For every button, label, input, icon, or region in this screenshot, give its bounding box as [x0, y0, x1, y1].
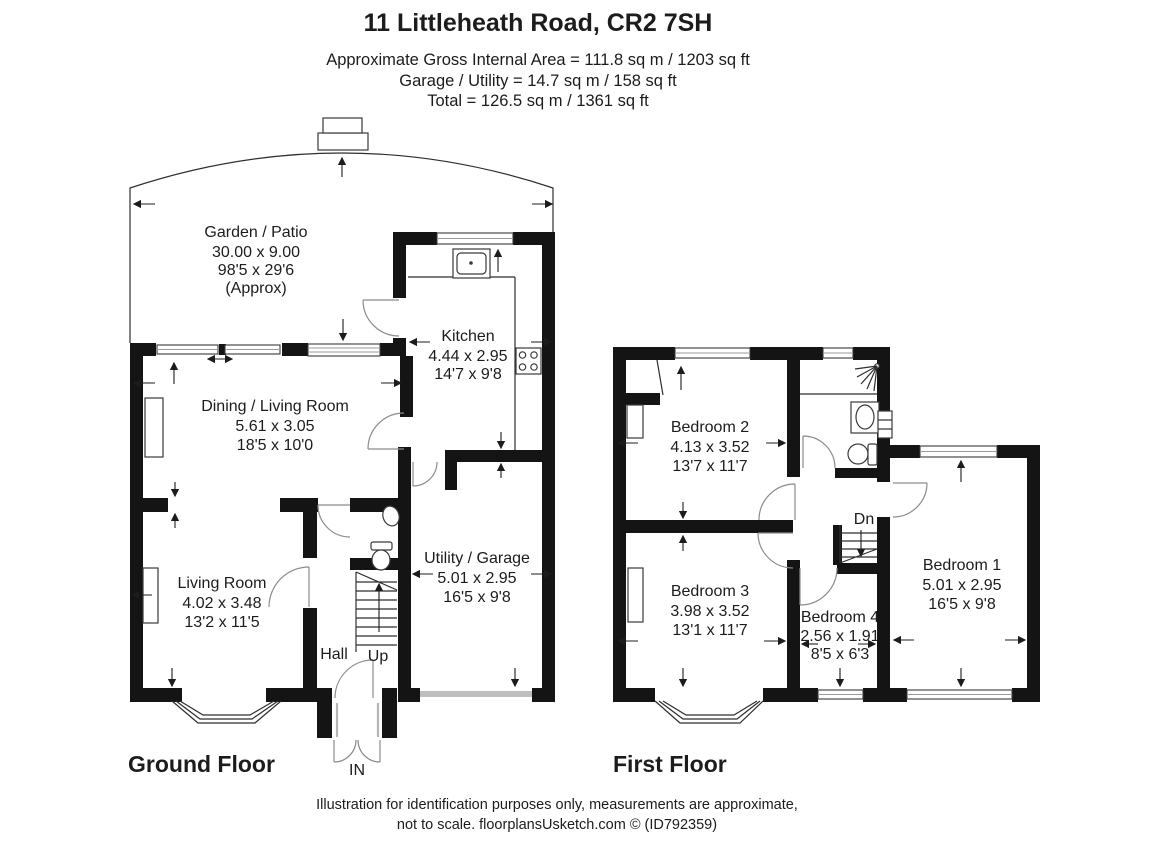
kitchen-metric: 4.44 x 2.95: [428, 348, 507, 365]
header: 11 Littleheath Road, CR2 7SH Approximate…: [326, 9, 750, 110]
door-arc: [362, 299, 400, 337]
bedroom3-metric: 3.98 x 3.52: [670, 603, 749, 620]
first-floor-plan: Bedroom 2 4.13 x 3.52 13'7 x 11'7 Bedroo…: [613, 347, 1040, 777]
utility-garage-name: Utility / Garage: [424, 550, 530, 567]
door-arc: [317, 504, 351, 538]
total-area-line: Total = 126.5 sq m / 1361 sq ft: [427, 92, 649, 110]
window: [674, 347, 751, 359]
door-arc: [757, 532, 794, 569]
utility-garage-metric: 5.01 x 2.95: [437, 570, 516, 587]
door-arc: [802, 435, 836, 469]
kitchen-fixtures: [408, 248, 542, 450]
bedroom2-metric: 4.13 x 3.52: [670, 439, 749, 456]
page-title: 11 Littleheath Road, CR2 7SH: [364, 9, 713, 37]
first-floor-doors: [757, 435, 928, 606]
footer: Illustration for identification purposes…: [316, 797, 798, 833]
front-door-arc: [334, 659, 374, 699]
patio-window: [307, 343, 381, 357]
toilet-icon: [370, 541, 393, 571]
radiator-icon: [877, 410, 893, 439]
sink-icon: [850, 401, 880, 434]
window: [817, 689, 864, 700]
stove-icon: [515, 347, 542, 375]
bedroom1-imperial: 16'5 x 9'8: [928, 596, 996, 613]
dining-living-imperial: 18'5 x 10'0: [237, 437, 313, 454]
garden-imperial: 98'5 x 29'6: [218, 262, 294, 279]
kitchen-window: [436, 232, 514, 245]
door-arc: [412, 461, 438, 487]
first-floor-labels: Bedroom 2 4.13 x 3.52 13'7 x 11'7 Bedroo…: [613, 419, 1002, 777]
first-floor-windows: [674, 347, 1013, 700]
utility-garage-imperial: 16'5 x 9'8: [443, 589, 511, 606]
door-arc: [367, 412, 405, 450]
bathroom-fixtures: [800, 363, 893, 466]
stairs-down: [839, 525, 878, 564]
window: [919, 445, 998, 458]
bedroom4-metric: 2.56 x 1.91: [800, 628, 879, 645]
living-name: Living Room: [178, 575, 267, 592]
window: [906, 689, 1013, 700]
garden-name: Garden / Patio: [204, 224, 307, 241]
garden-gate-structure: [317, 117, 369, 151]
sink-icon: [382, 505, 400, 527]
door-arc: [758, 483, 796, 521]
disclaimer-line1: Illustration for identification purposes…: [316, 797, 798, 813]
bedroom1-metric: 5.01 x 2.95: [922, 577, 1001, 594]
garden-note: (Approx): [225, 280, 286, 297]
window: [156, 344, 219, 355]
bedroom2-name: Bedroom 2: [671, 419, 749, 436]
sink-icon: [452, 248, 491, 279]
gross-area-line: Approximate Gross Internal Area = 111.8 …: [326, 51, 750, 69]
kitchen-imperial: 14'7 x 9'8: [434, 366, 502, 383]
bedroom2-corner-notch: [656, 359, 664, 396]
garden-metric: 30.00 x 9.00: [212, 244, 300, 261]
shower-icon: [854, 363, 880, 392]
window: [224, 344, 281, 355]
living-metric: 4.02 x 3.48: [182, 595, 261, 612]
ground-floor-windows: [156, 232, 514, 357]
ground-floor-plan: Garden / Patio 30.00 x 9.00 98'5 x 29'6 …: [128, 117, 555, 779]
first-floor-walls: [613, 347, 1040, 702]
window: [822, 347, 854, 359]
garage-door: [420, 691, 532, 697]
dining-living-name: Dining / Living Room: [201, 398, 349, 415]
entrance-door-arc: [333, 739, 357, 763]
bay-window: [171, 700, 282, 724]
entrance-label: IN: [349, 762, 365, 779]
dimension-arrows: [616, 365, 1027, 688]
chimney-breasts: [626, 404, 644, 623]
stairs-up-label: Up: [368, 648, 389, 665]
bay-window: [654, 700, 764, 724]
bedroom3-name: Bedroom 3: [671, 583, 749, 600]
kitchen-name: Kitchen: [441, 328, 494, 345]
garage-area-line: Garage / Utility = 14.7 sq m / 158 sq ft: [399, 72, 677, 90]
door-arc: [799, 567, 838, 606]
door-arc: [892, 482, 928, 518]
garden-boundary: [129, 152, 554, 343]
entrance-porch: [333, 703, 381, 763]
first-floor-title: First Floor: [613, 751, 727, 777]
stairs-up: [355, 571, 398, 652]
bedroom3-imperial: 13'1 x 11'7: [672, 622, 747, 639]
entrance-door-arc: [357, 739, 381, 763]
dining-living-metric: 5.61 x 3.05: [235, 418, 314, 435]
wc-fixtures: [370, 505, 400, 571]
living-imperial: 13'2 x 11'5: [184, 614, 259, 631]
ground-floor-title: Ground Floor: [128, 751, 275, 777]
bedroom4-imperial: 8'5 x 6'3: [811, 646, 870, 663]
dimension-arrows: [130, 156, 554, 688]
bedroom2-imperial: 13'7 x 11'7: [672, 458, 747, 475]
stairs-down-label: Dn: [854, 511, 874, 528]
disclaimer-line2: not to scale. floorplansUsketch.com © (I…: [397, 817, 717, 833]
ground-floor-doors: [268, 299, 438, 699]
bedroom1-name: Bedroom 1: [923, 557, 1001, 574]
ground-floor-labels: Garden / Patio 30.00 x 9.00 98'5 x 29'6 …: [128, 224, 530, 779]
toilet-icon: [847, 443, 878, 466]
hall-label: Hall: [320, 646, 348, 663]
door-arc: [268, 566, 310, 608]
bedroom4-name: Bedroom 4: [801, 609, 879, 626]
